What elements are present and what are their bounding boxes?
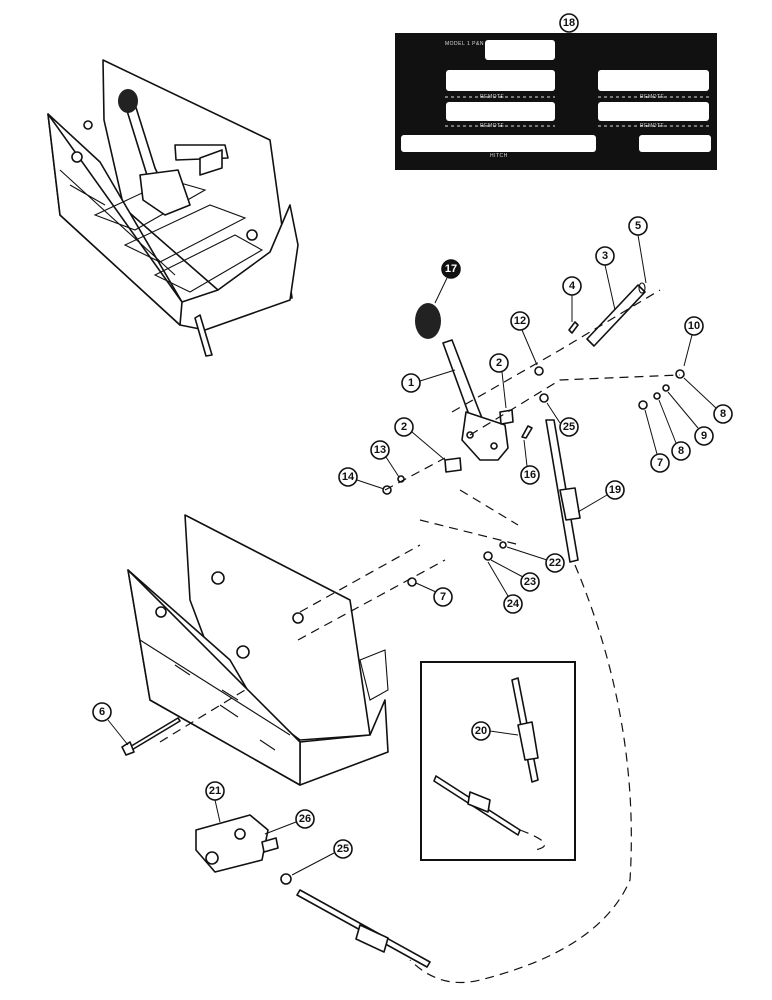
- callout-26: 26: [264, 809, 315, 835]
- callout-2-upper: 2: [489, 353, 509, 409]
- decal-label-remote-4: REMOTE: [640, 123, 665, 129]
- shift-lever: [415, 303, 509, 461]
- decal-window-model: [485, 40, 555, 60]
- svg-text:1: 1: [408, 377, 414, 389]
- svg-text:16: 16: [524, 469, 536, 481]
- svg-text:18: 18: [563, 17, 575, 29]
- svg-text:12: 12: [514, 315, 526, 327]
- svg-text:25: 25: [563, 421, 575, 433]
- callout-13: 13: [370, 440, 400, 478]
- svg-text:4: 4: [569, 280, 576, 292]
- callout-10: 10: [683, 316, 704, 367]
- callout-21: 21: [205, 781, 225, 823]
- decal-window-3: [446, 102, 555, 121]
- svg-text:5: 5: [635, 220, 641, 232]
- svg-text:3: 3: [602, 250, 608, 262]
- small-parts: [121, 282, 685, 756]
- callout-17: 22: [506, 546, 565, 573]
- svg-text:2: 2: [401, 421, 407, 433]
- callout-25-lower: 25: [291, 839, 353, 876]
- callout-12: 12: [510, 311, 538, 366]
- svg-text:22: 22: [549, 557, 561, 569]
- svg-text:13: 13: [374, 444, 386, 456]
- decal-window-4: [598, 102, 709, 121]
- svg-text:8: 8: [720, 408, 726, 420]
- svg-text:25: 25: [337, 843, 349, 855]
- svg-text:21: 21: [209, 785, 221, 797]
- svg-text:23: 23: [524, 576, 536, 588]
- svg-text:10: 10: [688, 320, 700, 332]
- decal-label-remote-3: REMOTE: [480, 123, 505, 129]
- detail-inset: [420, 661, 576, 861]
- svg-text:2: 2: [496, 357, 502, 369]
- svg-text:26: 26: [299, 813, 311, 825]
- callout-7-left: 7: [415, 582, 453, 607]
- console-body: [127, 514, 389, 786]
- assembly-lines: [159, 289, 681, 984]
- svg-text:8: 8: [678, 445, 684, 457]
- callout-4: 4: [562, 276, 582, 322]
- callout-19: 24: [487, 561, 523, 614]
- svg-text:6: 6: [99, 706, 105, 718]
- decal-window-1: [446, 70, 555, 91]
- svg-text:20: 20: [475, 725, 487, 737]
- callout-8-upper: 8: [683, 377, 733, 424]
- callouts: 18 17 3 5 4 12: [92, 13, 733, 876]
- svg-text:7: 7: [440, 591, 446, 603]
- callout-5: 5: [628, 216, 648, 284]
- svg-text:7: 7: [657, 457, 663, 469]
- control-valve: [195, 814, 431, 968]
- svg-text:19: 19: [609, 484, 621, 496]
- callout-9: 9: [667, 391, 714, 446]
- callout-20: 17: [434, 259, 461, 304]
- callout-25-upper: 25: [546, 402, 579, 437]
- callout-8-lower: 8: [658, 399, 691, 461]
- callout-7-right: 7: [644, 409, 670, 473]
- assembled-view: [47, 59, 299, 357]
- callout-16: 16: [520, 439, 540, 485]
- callout-24: 20: [471, 721, 519, 741]
- decal-label-remote-1: REMOTE: [480, 94, 505, 100]
- callout-1: 1: [401, 369, 456, 393]
- decal-plate: MODEL 1 P&N REMOTE REMOTE REMOTE REMOTE …: [395, 33, 717, 170]
- decal-window-5: [401, 135, 596, 152]
- decal-label-remote-2: REMOTE: [640, 94, 665, 100]
- callout-23: 19: [577, 480, 625, 513]
- svg-text:24: 24: [507, 598, 520, 610]
- callout-14: 14: [338, 467, 385, 490]
- svg-text:9: 9: [701, 430, 707, 442]
- callout-3: 3: [595, 246, 616, 311]
- decal-window-6: [639, 135, 711, 152]
- decal-window-2: [598, 70, 709, 91]
- callout-2-lower: 2: [394, 417, 446, 461]
- callout-6: 6: [92, 702, 129, 746]
- svg-text:14: 14: [342, 471, 355, 483]
- decal-label-hitch: HITCH: [490, 153, 508, 159]
- decal-label-model: MODEL 1 P&N: [445, 41, 484, 47]
- callout-22: 18: [559, 13, 579, 33]
- callout-18: 23: [490, 559, 540, 592]
- svg-text:17: 17: [445, 263, 457, 275]
